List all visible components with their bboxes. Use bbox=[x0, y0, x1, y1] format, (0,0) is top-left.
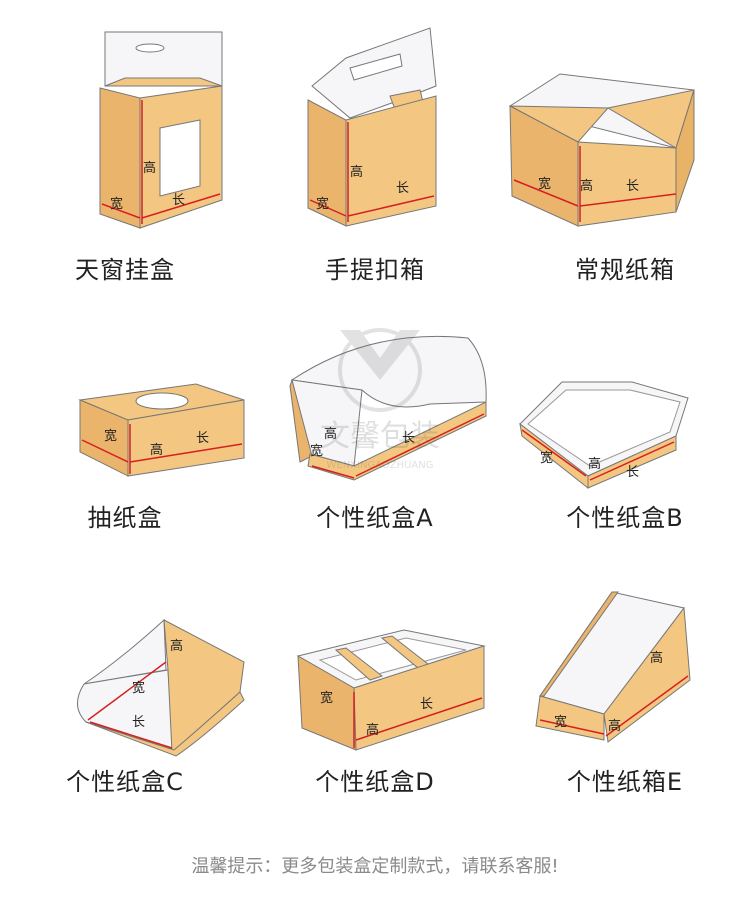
box-handle-lock: 高 宽 长 手提扣箱 bbox=[250, 0, 500, 290]
caption-box-3: 常规纸箱 bbox=[575, 256, 675, 284]
width-label: 宽 bbox=[132, 680, 145, 696]
caption-box-1: 天窗挂盒 bbox=[75, 256, 175, 284]
box-tissue: 宽 高 长 抽纸盒 bbox=[0, 290, 250, 580]
length-label: 长 bbox=[132, 715, 145, 730]
height-label: 高 bbox=[608, 718, 621, 734]
box-custom-d: 宽 高 长 个性纸盒D bbox=[250, 580, 500, 870]
width-label: 宽 bbox=[110, 196, 123, 212]
width-label: 宽 bbox=[310, 443, 323, 459]
custom-box-c-illustration: 高 宽 长 bbox=[77, 618, 245, 757]
tissue-box-illustration: 宽 高 长 bbox=[78, 383, 245, 477]
width-label: 宽 bbox=[104, 428, 117, 444]
box-skylight-hang: 高 宽 长 天窗挂盒 bbox=[0, 0, 250, 290]
length-label: 长 bbox=[396, 181, 409, 196]
handle-lock-box-illustration: 高 宽 长 bbox=[307, 27, 437, 227]
box-regular-carton: 宽 高 长 常规纸箱 bbox=[500, 0, 750, 290]
custom-box-d-illustration: 宽 高 长 bbox=[296, 629, 486, 751]
height-label: 高 bbox=[588, 456, 601, 472]
caption-box-6: 个性纸盒B bbox=[566, 504, 684, 532]
skylight-hang-box-illustration: 高 宽 长 bbox=[99, 31, 223, 229]
height-label: 高 bbox=[170, 638, 183, 654]
width-label: 宽 bbox=[554, 714, 567, 730]
custom-box-b-illustration: 宽 高 长 bbox=[519, 381, 689, 490]
custom-box-e-illustration: 宽 高 高 bbox=[535, 591, 691, 743]
length-label: 长 bbox=[626, 179, 639, 194]
height-label: 高 bbox=[150, 442, 163, 458]
width-label: 宽 bbox=[320, 690, 333, 706]
caption-box-5: 个性纸盒A bbox=[316, 504, 434, 532]
length-label: 长 bbox=[196, 431, 209, 446]
watermark-sub: WENXINGAOZHUANG bbox=[326, 460, 433, 471]
length-label: 长 bbox=[420, 697, 433, 712]
height-label: 高 bbox=[324, 426, 337, 442]
regular-carton-illustration: 宽 高 长 bbox=[508, 73, 695, 227]
height-label: 高 bbox=[366, 722, 379, 738]
length-label: 长 bbox=[626, 465, 639, 480]
watermark-brand: 文馨包装 bbox=[320, 419, 440, 454]
width-label: 宽 bbox=[540, 450, 553, 466]
width-label: 宽 bbox=[538, 176, 551, 192]
height-label: 高 bbox=[580, 178, 593, 194]
height-label: 高 bbox=[143, 160, 156, 176]
caption-box-2: 手提扣箱 bbox=[325, 256, 425, 284]
caption-box-4: 抽纸盒 bbox=[87, 504, 163, 532]
length-label: 长 bbox=[402, 431, 415, 446]
custom-box-a-illustration: 高 宽 长 bbox=[289, 335, 487, 481]
caption-box-7: 个性纸盒C bbox=[66, 768, 184, 796]
watermark-logo: 文馨包装 WENXINGAOZHUANG bbox=[320, 328, 440, 471]
caption-box-9: 个性纸箱E bbox=[566, 768, 684, 796]
height-label-side: 高 bbox=[650, 650, 663, 666]
box-custom-b: 宽 高 长 个性纸盒B bbox=[500, 290, 750, 580]
box-custom-e: 宽 高 高 个性纸箱E bbox=[500, 580, 750, 870]
caption-box-8: 个性纸盒D bbox=[315, 768, 435, 796]
width-label: 宽 bbox=[316, 196, 329, 212]
length-label: 长 bbox=[172, 193, 185, 208]
box-custom-c: 高 宽 长 个性纸盒C bbox=[0, 580, 250, 870]
box-custom-a: 高 宽 长 个性纸盒A bbox=[250, 290, 500, 580]
height-label: 高 bbox=[350, 164, 363, 180]
footer-tip: 温馨提示：更多包装盒定制款式，请联系客服! bbox=[191, 856, 559, 877]
